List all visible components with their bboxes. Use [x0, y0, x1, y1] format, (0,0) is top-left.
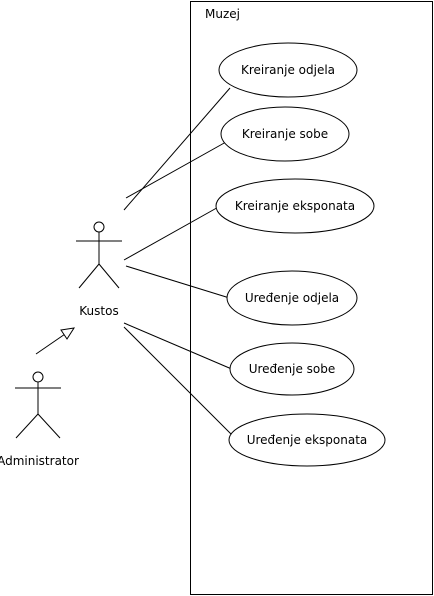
use-case-label: Uređenje eksponata	[247, 433, 368, 447]
use-case-kreiranje-sobe[interactable]: Kreiranje sobe	[220, 106, 350, 162]
generalization-line	[35, 331, 69, 355]
association-uredjenje-eksponata	[123, 326, 238, 441]
use-case-label: Uređenje odjela	[245, 291, 339, 305]
hollow-triangle-arrowhead-icon	[60, 327, 76, 340]
use-case-kreiranje-odjela[interactable]: Kreiranje odjela	[218, 42, 358, 98]
system-boundary-box	[190, 1, 433, 595]
use-case-ellipse	[226, 270, 358, 326]
use-case-label: Kreiranje eksponata	[235, 199, 355, 213]
generalization-arrow	[35, 327, 76, 355]
stick-figure-icon	[15, 371, 61, 439]
use-case-ellipse	[229, 342, 355, 396]
use-case-ellipse	[218, 42, 358, 98]
system-name: Muzej	[205, 7, 240, 21]
use-case-kreiranje-eksponata[interactable]: Kreiranje eksponata	[215, 178, 375, 234]
actor-name: Administrator	[0, 454, 79, 468]
association-kreiranje-eksponata	[123, 204, 223, 261]
association-uredjenje-odjela	[125, 265, 237, 301]
use-case-ellipse	[220, 106, 350, 162]
actor-name: Kustos	[79, 304, 118, 318]
use-case-label: Uređenje sobe	[249, 362, 336, 376]
association-uredjenje-sobe	[123, 322, 235, 371]
actor-kustos[interactable]: Kustos	[76, 221, 122, 318]
use-case-label: Kreiranje sobe	[242, 127, 328, 141]
system-boundary: Muzej	[190, 1, 433, 595]
stick-figure-icon	[76, 221, 122, 289]
use-case-ellipse	[215, 178, 375, 234]
use-case-uredjenje-odjela[interactable]: Uređenje odjela	[226, 270, 358, 326]
use-case-ellipse	[228, 413, 386, 467]
use-case-uredjenje-sobe[interactable]: Uređenje sobe	[229, 342, 355, 396]
actor-administrator[interactable]: Administrator	[0, 371, 79, 468]
use-case-label: Kreiranje odjela	[241, 63, 335, 77]
association-lines	[123, 87, 238, 441]
use-case-uredjenje-eksponata[interactable]: Uređenje eksponata	[228, 413, 386, 467]
association-kreiranje-sobe	[125, 141, 227, 199]
